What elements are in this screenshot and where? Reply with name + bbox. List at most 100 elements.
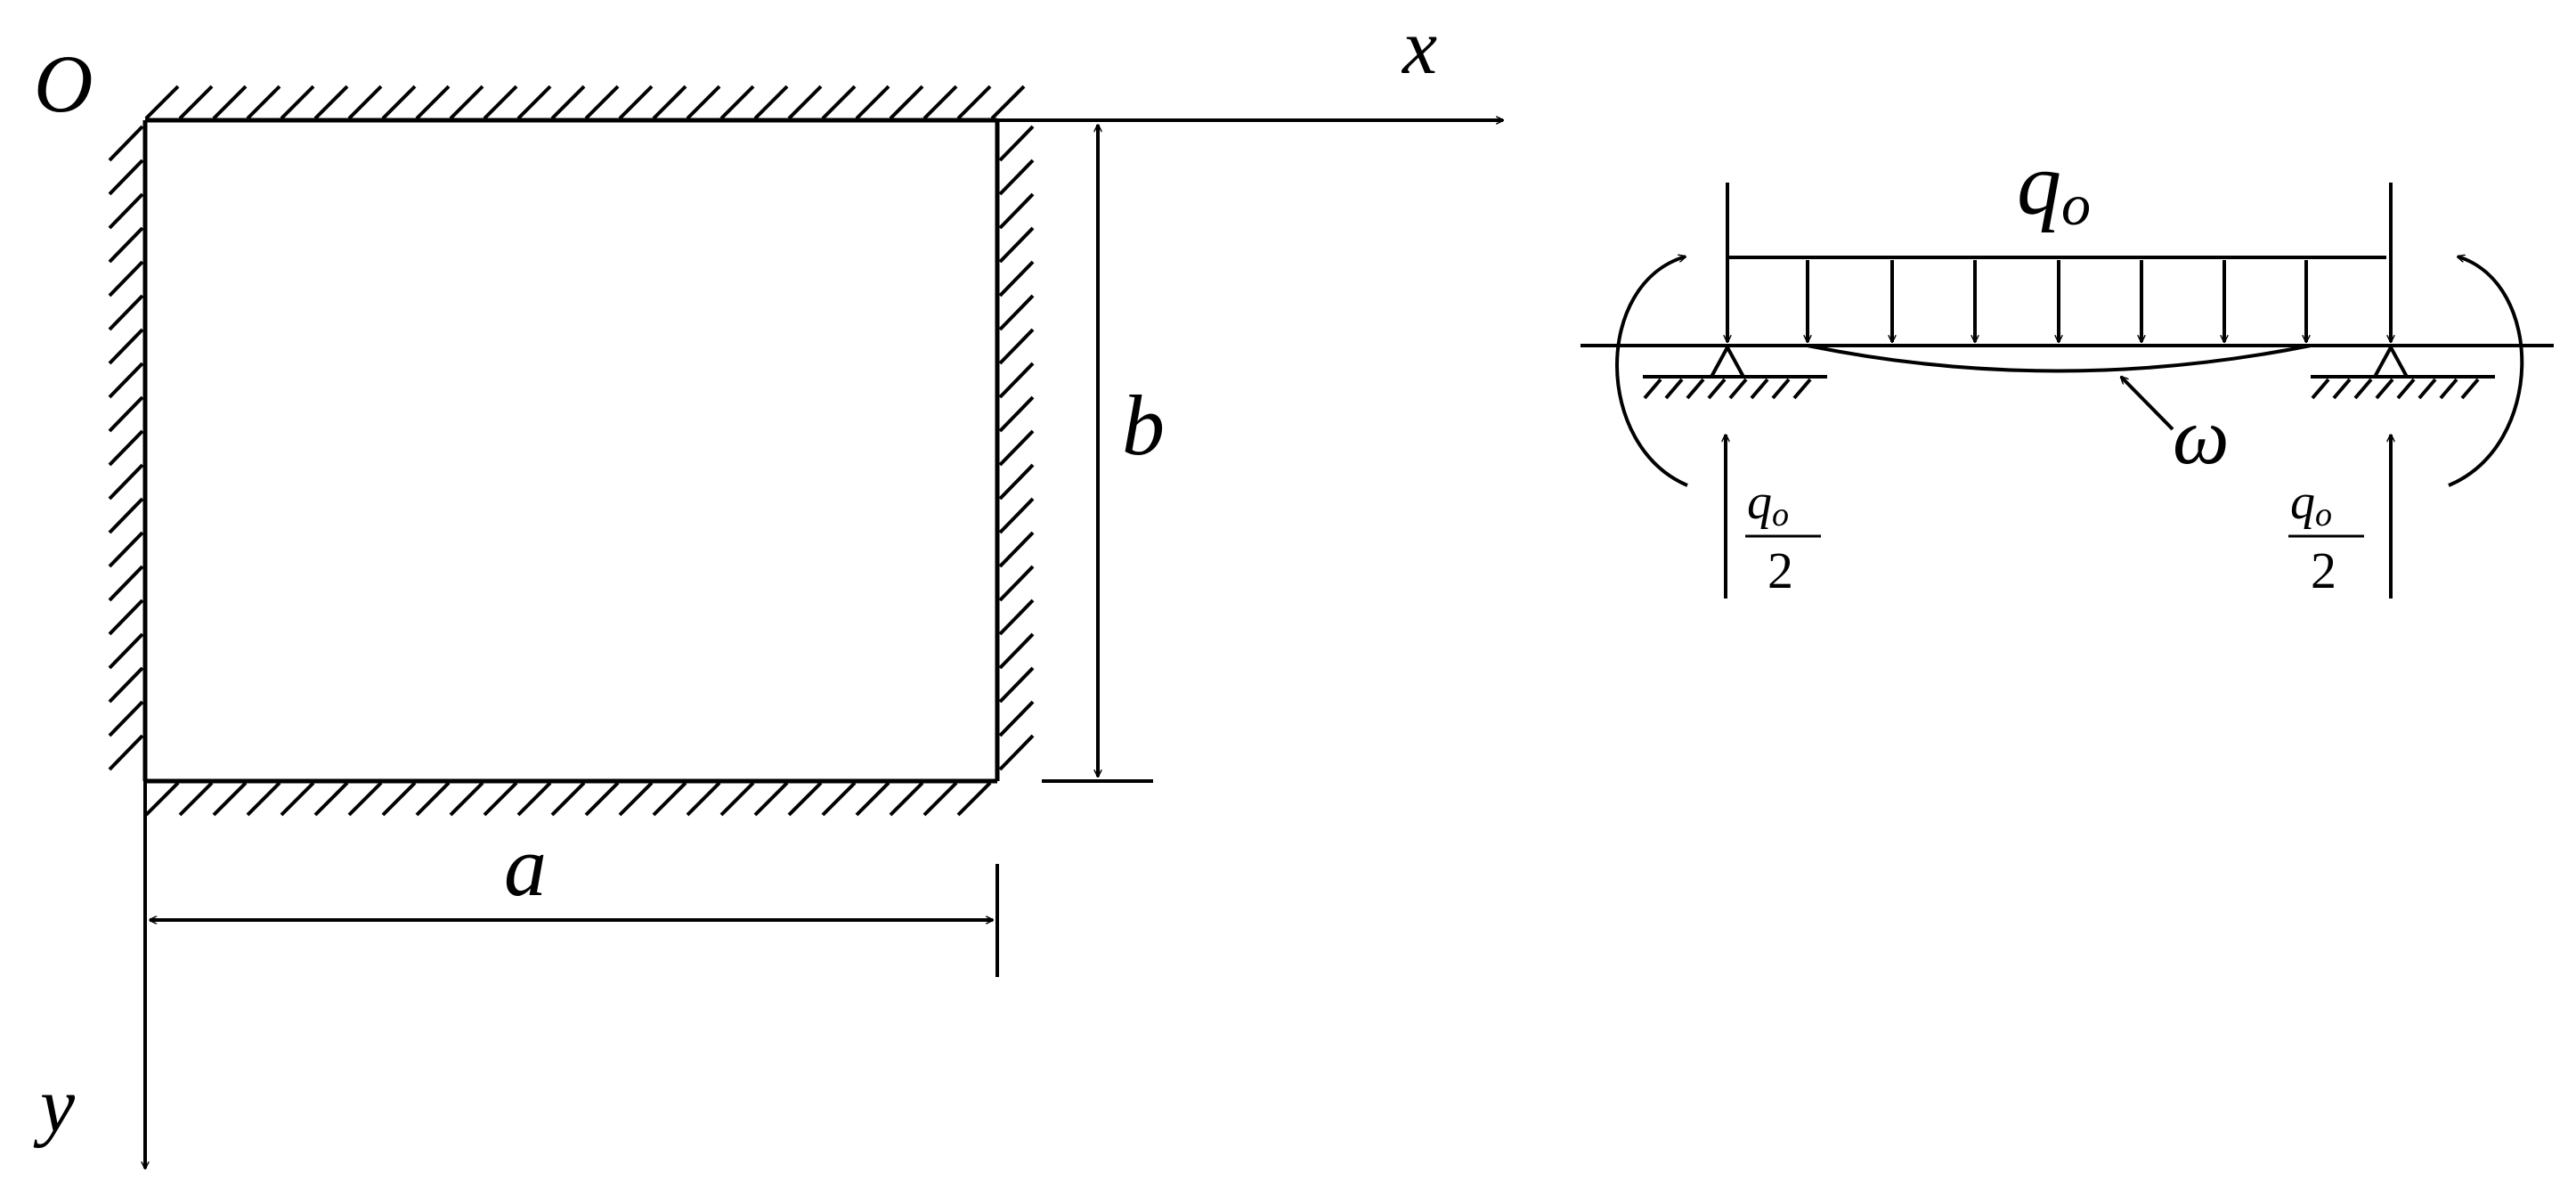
width-label: a: [504, 818, 547, 914]
hatch-stroke: [2311, 378, 2330, 400]
hatch-stroke: [108, 700, 144, 737]
hatch-stroke: [108, 125, 144, 162]
hatch-stroke: [998, 565, 1035, 602]
hatch-stroke: [108, 429, 144, 467]
hatch-stroke: [998, 192, 1035, 230]
hatch-stroke: [246, 85, 281, 120]
hatch-stroke: [990, 85, 1026, 120]
hatch-stroke: [889, 85, 924, 120]
svg-text:2: 2: [1767, 542, 1793, 599]
hatch-stroke: [516, 781, 552, 817]
hatch-stroke: [108, 226, 144, 264]
hatch-stroke: [313, 85, 349, 120]
hatch-stroke: [998, 125, 1035, 162]
dimension-b: b: [1042, 125, 1165, 783]
hatch-stroke: [347, 85, 383, 120]
hatch-stroke: [584, 85, 620, 120]
hatch-stroke: [1728, 378, 1748, 400]
hatch-stroke: [2353, 378, 2373, 400]
hatch-stroke: [449, 85, 484, 120]
left-reaction-label: qo 2: [1745, 475, 1821, 599]
hatch-stroke: [550, 781, 586, 817]
hatch-stroke: [821, 781, 857, 817]
hatch-stroke: [1792, 378, 1812, 400]
hatch-stroke: [855, 85, 890, 120]
hatch-stroke: [516, 85, 552, 120]
hatch-stroke: [2375, 378, 2394, 400]
hatch-stroke: [1664, 378, 1684, 400]
hatch-stroke: [998, 226, 1035, 264]
right-support: [2311, 343, 2495, 400]
hatch-bottom-edge: [144, 781, 992, 817]
hatch-top-edge: [144, 85, 1026, 120]
deflection-pointer-arrow: [2121, 377, 2174, 431]
hatch-stroke: [998, 531, 1035, 568]
hatch-stroke: [415, 781, 451, 817]
hatch-stroke: [2418, 378, 2437, 400]
dimension-a: a: [150, 818, 999, 977]
hatch-stroke: [787, 85, 823, 120]
plate-outline: [142, 118, 1000, 784]
hatch-stroke: [1707, 378, 1727, 400]
deflection-curve: [1807, 344, 2312, 373]
x-axis-label: x: [1401, 4, 1437, 91]
hatch-stroke: [998, 159, 1035, 196]
hatch-left-edge: [108, 125, 144, 771]
hatch-stroke: [998, 632, 1035, 670]
hatch-stroke: [449, 781, 484, 817]
hatch-stroke: [280, 781, 315, 817]
hatch-stroke: [998, 362, 1035, 399]
hatch-stroke: [108, 395, 144, 433]
hatch-stroke: [108, 666, 144, 704]
hatch-stroke: [998, 294, 1035, 331]
hatch-stroke: [108, 632, 144, 670]
hatch-stroke: [212, 85, 248, 120]
svg-text:qo: qo: [2290, 475, 2332, 533]
hatch-stroke: [998, 463, 1035, 501]
hatch-stroke: [108, 463, 144, 501]
hatch-stroke: [2332, 378, 2352, 400]
hatch-stroke: [2396, 378, 2416, 400]
hatch-stroke: [922, 781, 958, 817]
hatch-stroke: [2460, 378, 2480, 400]
hatch-stroke: [313, 781, 349, 817]
distributed-load-arrows: [1808, 260, 2306, 342]
hatch-stroke: [108, 328, 144, 365]
left-moment-arc: [1615, 256, 1688, 487]
hatch-stroke: [108, 565, 144, 602]
hatch-stroke: [280, 85, 315, 120]
hatch-stroke: [108, 734, 144, 771]
hatch-stroke: [998, 429, 1035, 467]
hatch-stroke: [753, 85, 789, 120]
height-label: b: [1122, 378, 1165, 473]
hatch-stroke: [956, 85, 992, 120]
hatch-stroke: [178, 781, 214, 817]
hatch-stroke: [144, 85, 180, 120]
hatch-stroke: [246, 781, 281, 817]
hatch-stroke: [1771, 378, 1791, 400]
hatch-stroke: [212, 781, 248, 817]
y-axis-label: y: [33, 1063, 76, 1149]
hatch-stroke: [998, 497, 1035, 534]
hatch-stroke: [108, 294, 144, 331]
hatch-stroke: [381, 781, 417, 817]
hatch-stroke: [108, 362, 144, 399]
hatch-stroke: [347, 781, 383, 817]
hatch-stroke: [108, 192, 144, 230]
hatch-stroke: [998, 260, 1035, 297]
hatch-stroke: [719, 85, 755, 120]
hatch-stroke: [618, 781, 654, 817]
hatch-stroke: [144, 781, 180, 817]
hatch-stroke: [2439, 378, 2458, 400]
hatch-stroke: [483, 85, 518, 120]
hatch-stroke: [483, 781, 518, 817]
hatch-stroke: [652, 85, 687, 120]
hatch-stroke: [821, 85, 857, 120]
hatch-stroke: [584, 781, 620, 817]
beam-figure: qo ω qo 2: [1581, 134, 2554, 599]
hatch-stroke: [956, 781, 992, 817]
hatch-stroke: [618, 85, 654, 120]
svg-text:2: 2: [2311, 542, 2336, 599]
hatch-stroke: [1750, 378, 1769, 400]
